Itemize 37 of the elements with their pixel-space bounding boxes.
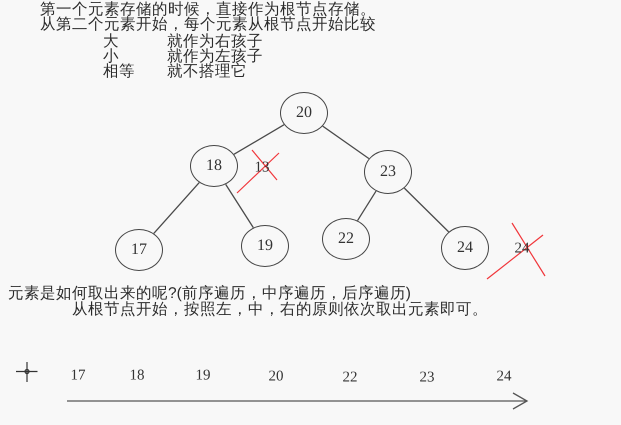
- tree-node-ellipse: [364, 150, 412, 194]
- tree-edge: [234, 124, 284, 155]
- sequence-number: 24: [496, 370, 512, 384]
- instruction-text: 从第二个元素开始，每个元素从根节点开始比较: [40, 17, 376, 32]
- node-value: 20: [296, 105, 312, 121]
- comparison-case: 小: [103, 49, 119, 64]
- node-value: 23: [380, 164, 396, 180]
- sequence-number: 22: [342, 370, 358, 386]
- tree-edge: [225, 184, 254, 228]
- explanation-text: 从根节点开始，按照左，中，右的原则依次取出元素即可。: [72, 302, 488, 317]
- node-value: 22: [338, 231, 354, 247]
- sequence-number: 17: [70, 368, 86, 384]
- comparison-case: 相等: [103, 64, 135, 79]
- tree-edge: [404, 188, 450, 232]
- comparison-rule: 就不搭理它: [167, 64, 247, 79]
- node-value: 19: [257, 238, 273, 254]
- tree-edge: [357, 190, 377, 221]
- comparison-case: 大: [103, 34, 119, 49]
- comparison-rule: 就作为左孩子: [167, 49, 263, 64]
- tree-edge: [153, 182, 200, 234]
- node-value: 24: [457, 240, 473, 256]
- instruction-text: 第一个元素存储的时候，直接作为根节点存储。: [40, 2, 376, 17]
- tree-node-ellipse: [190, 145, 238, 187]
- tree-node-ellipse: [241, 225, 289, 267]
- node-value: 18: [206, 158, 222, 174]
- tree-node-ellipse: [280, 92, 328, 134]
- sequence-number: 18: [130, 368, 144, 384]
- tree-node-ellipse: [322, 218, 370, 260]
- comparison-rule: 就作为右孩子: [167, 34, 263, 49]
- question-text: 元素是如何取出来的呢?(前序遍历，中序遍历，后序遍历): [8, 286, 411, 301]
- sequence-number: 20: [268, 370, 284, 384]
- tree-edge: [322, 126, 370, 160]
- node-value: 17: [131, 242, 147, 258]
- tree-node-ellipse: [115, 229, 163, 271]
- sequence-number: 19: [196, 368, 210, 384]
- tree-node-ellipse: [441, 226, 489, 270]
- sequence-number: 23: [420, 370, 434, 386]
